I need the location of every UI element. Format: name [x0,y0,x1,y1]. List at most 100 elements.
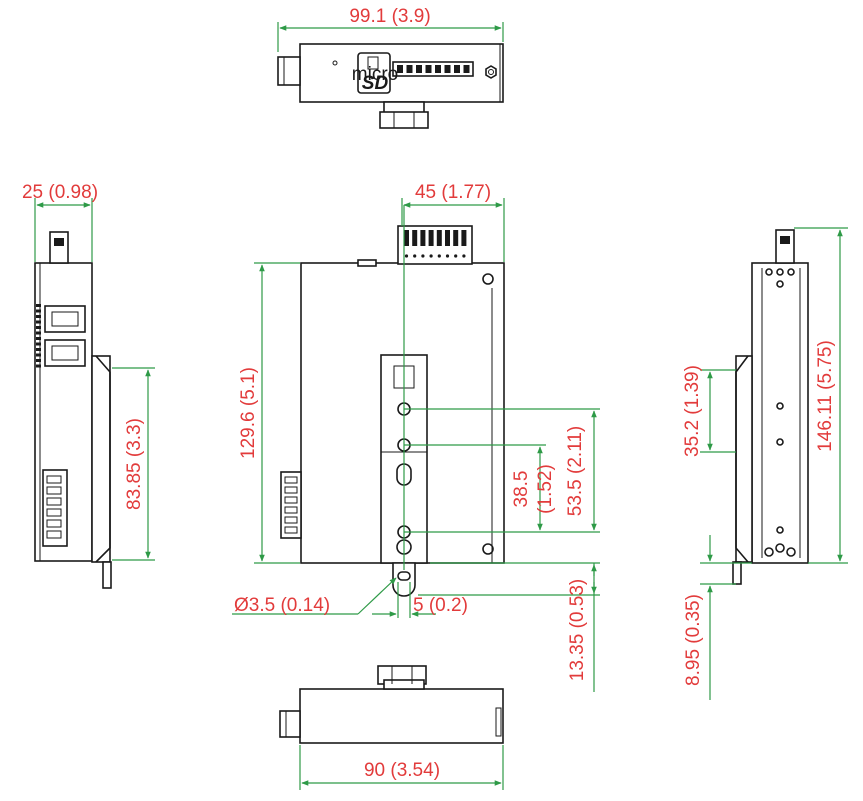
top-view-side-clip [277,56,301,86]
din-rail-bracket [91,355,111,563]
terminal-pin [425,65,432,73]
front-terminal-pin [428,230,434,246]
bottom-view-housing [299,688,504,744]
vent-slot [36,348,41,351]
right-view-screw [776,402,784,410]
terminal-screw [46,508,62,517]
din-label: 83.85 (3.3) [124,418,145,510]
terminal-screw [46,497,62,506]
front-view-top-latch [357,259,377,267]
vent-slot [36,342,41,346]
top-view-din-foot [379,111,429,129]
front-terminal-dot [462,254,466,258]
vent-slot [36,315,41,318]
terminal-screw [46,519,62,528]
front-terminal-dot [404,254,409,258]
front-view-side-terminal [280,471,302,539]
terminal-pin [454,65,460,73]
terminal-block-top [392,61,474,77]
terminal-pin [435,65,441,73]
right-view: 35.2 (1.39) 146.11 (5.75) 8.95 (0.35) [682,227,848,700]
left-terminal-screws [46,475,62,539]
front-terminal-dot [454,254,458,258]
connector-width-label: 45 (1.77) [415,182,491,203]
mount-keyhole-upper [396,463,412,486]
din-rail-label: 35.2 (1.39) [682,365,703,457]
side-terminal-pin [284,516,298,524]
top-width-label: 99.1 (3.9) [349,6,430,27]
front-terminal-pin [461,230,467,246]
right-view-screw [765,268,773,276]
left-view-connector-tab [54,238,64,246]
vent-slot [36,304,41,307]
front-view: 45 (1.77) 129.6 (5.1) 38.5 (1.52) 53.5 (… [232,182,600,692]
ethernet-port-2 [44,339,86,367]
terminal-pin [397,65,403,73]
microsd-logo-line2: SD [362,73,389,94]
vent-slot [36,331,41,335]
microsd-logo-line1: micro [352,64,398,85]
left-view-bottom-tab [102,561,112,589]
vent-slot [36,320,41,324]
front-terminal-dot [445,254,450,258]
terminal-pin [406,65,413,73]
right-view-top-connector [775,229,795,264]
terminal-screw [46,486,62,495]
led-hole [332,60,338,66]
bottom-width-label: 90 (3.54) [364,760,440,781]
terminal-screw [46,475,62,484]
side-terminal-pin [284,506,298,514]
right-view-screw [776,438,784,446]
din-rail-bracket-profile [95,355,111,563]
front-terminal-pin [445,230,450,246]
hole-diameter-label: Ø3.5 (0.14) [234,595,330,616]
vent-slot [36,353,41,357]
front-terminal-dot [429,254,433,258]
terminal-screw [46,530,62,539]
right-view-screw [776,280,784,288]
side-terminal-pin [284,486,298,494]
vent-slot [36,309,41,313]
right-view-screw [775,543,785,553]
right-view-screw [776,268,784,276]
terminal-pins [397,65,470,73]
vent-slots [36,304,41,368]
right-view-screw [764,547,774,557]
side-terminal-pins [284,476,298,534]
front-terminal-pin [436,230,442,246]
microsd-slot [357,52,391,94]
right-din-bracket-profile [735,355,749,563]
top-view: micro SD 99.1 (3.9) [277,6,504,129]
ethernet-port-1 [44,305,86,333]
terminal-pin [444,65,451,73]
front-terminal-pin [420,230,426,246]
vent-slot [36,337,41,340]
front-terminal-pins [404,230,467,258]
vent-slot [36,359,41,362]
bottom-view-din-clip [383,679,425,690]
right-view-screw [787,268,795,276]
ground-screw-core [488,69,494,75]
front-screw-bottom [482,543,494,555]
vent-slot [36,326,41,329]
mount-slot [397,571,411,581]
front-terminal-pin [453,230,459,246]
right-view-screw [786,547,796,557]
ethernet-port-1-inner [51,311,79,327]
front-height-label: 129.6 (5.1) [238,367,259,459]
tab-label: 13.35 (0.53) [567,579,588,681]
right-height-label: 146.11 (5.75) [815,340,836,452]
depth-label: 25 (0.98) [22,182,98,203]
left-view: 25 (0.98) 83.85 (3.3) [22,182,155,589]
front-terminal-pin [404,230,409,246]
front-view-terminal-block [397,225,473,265]
terminal-pin [463,65,470,73]
ground-screw [485,65,497,79]
ethernet-port-2-inner [51,345,79,361]
front-terminal-dot [421,254,425,258]
right-view-bottom-tab [732,561,742,585]
vent-slot [36,364,41,368]
front-terminal-pin [412,230,418,246]
hole-spacing-label-1: 38.5 [511,471,532,508]
